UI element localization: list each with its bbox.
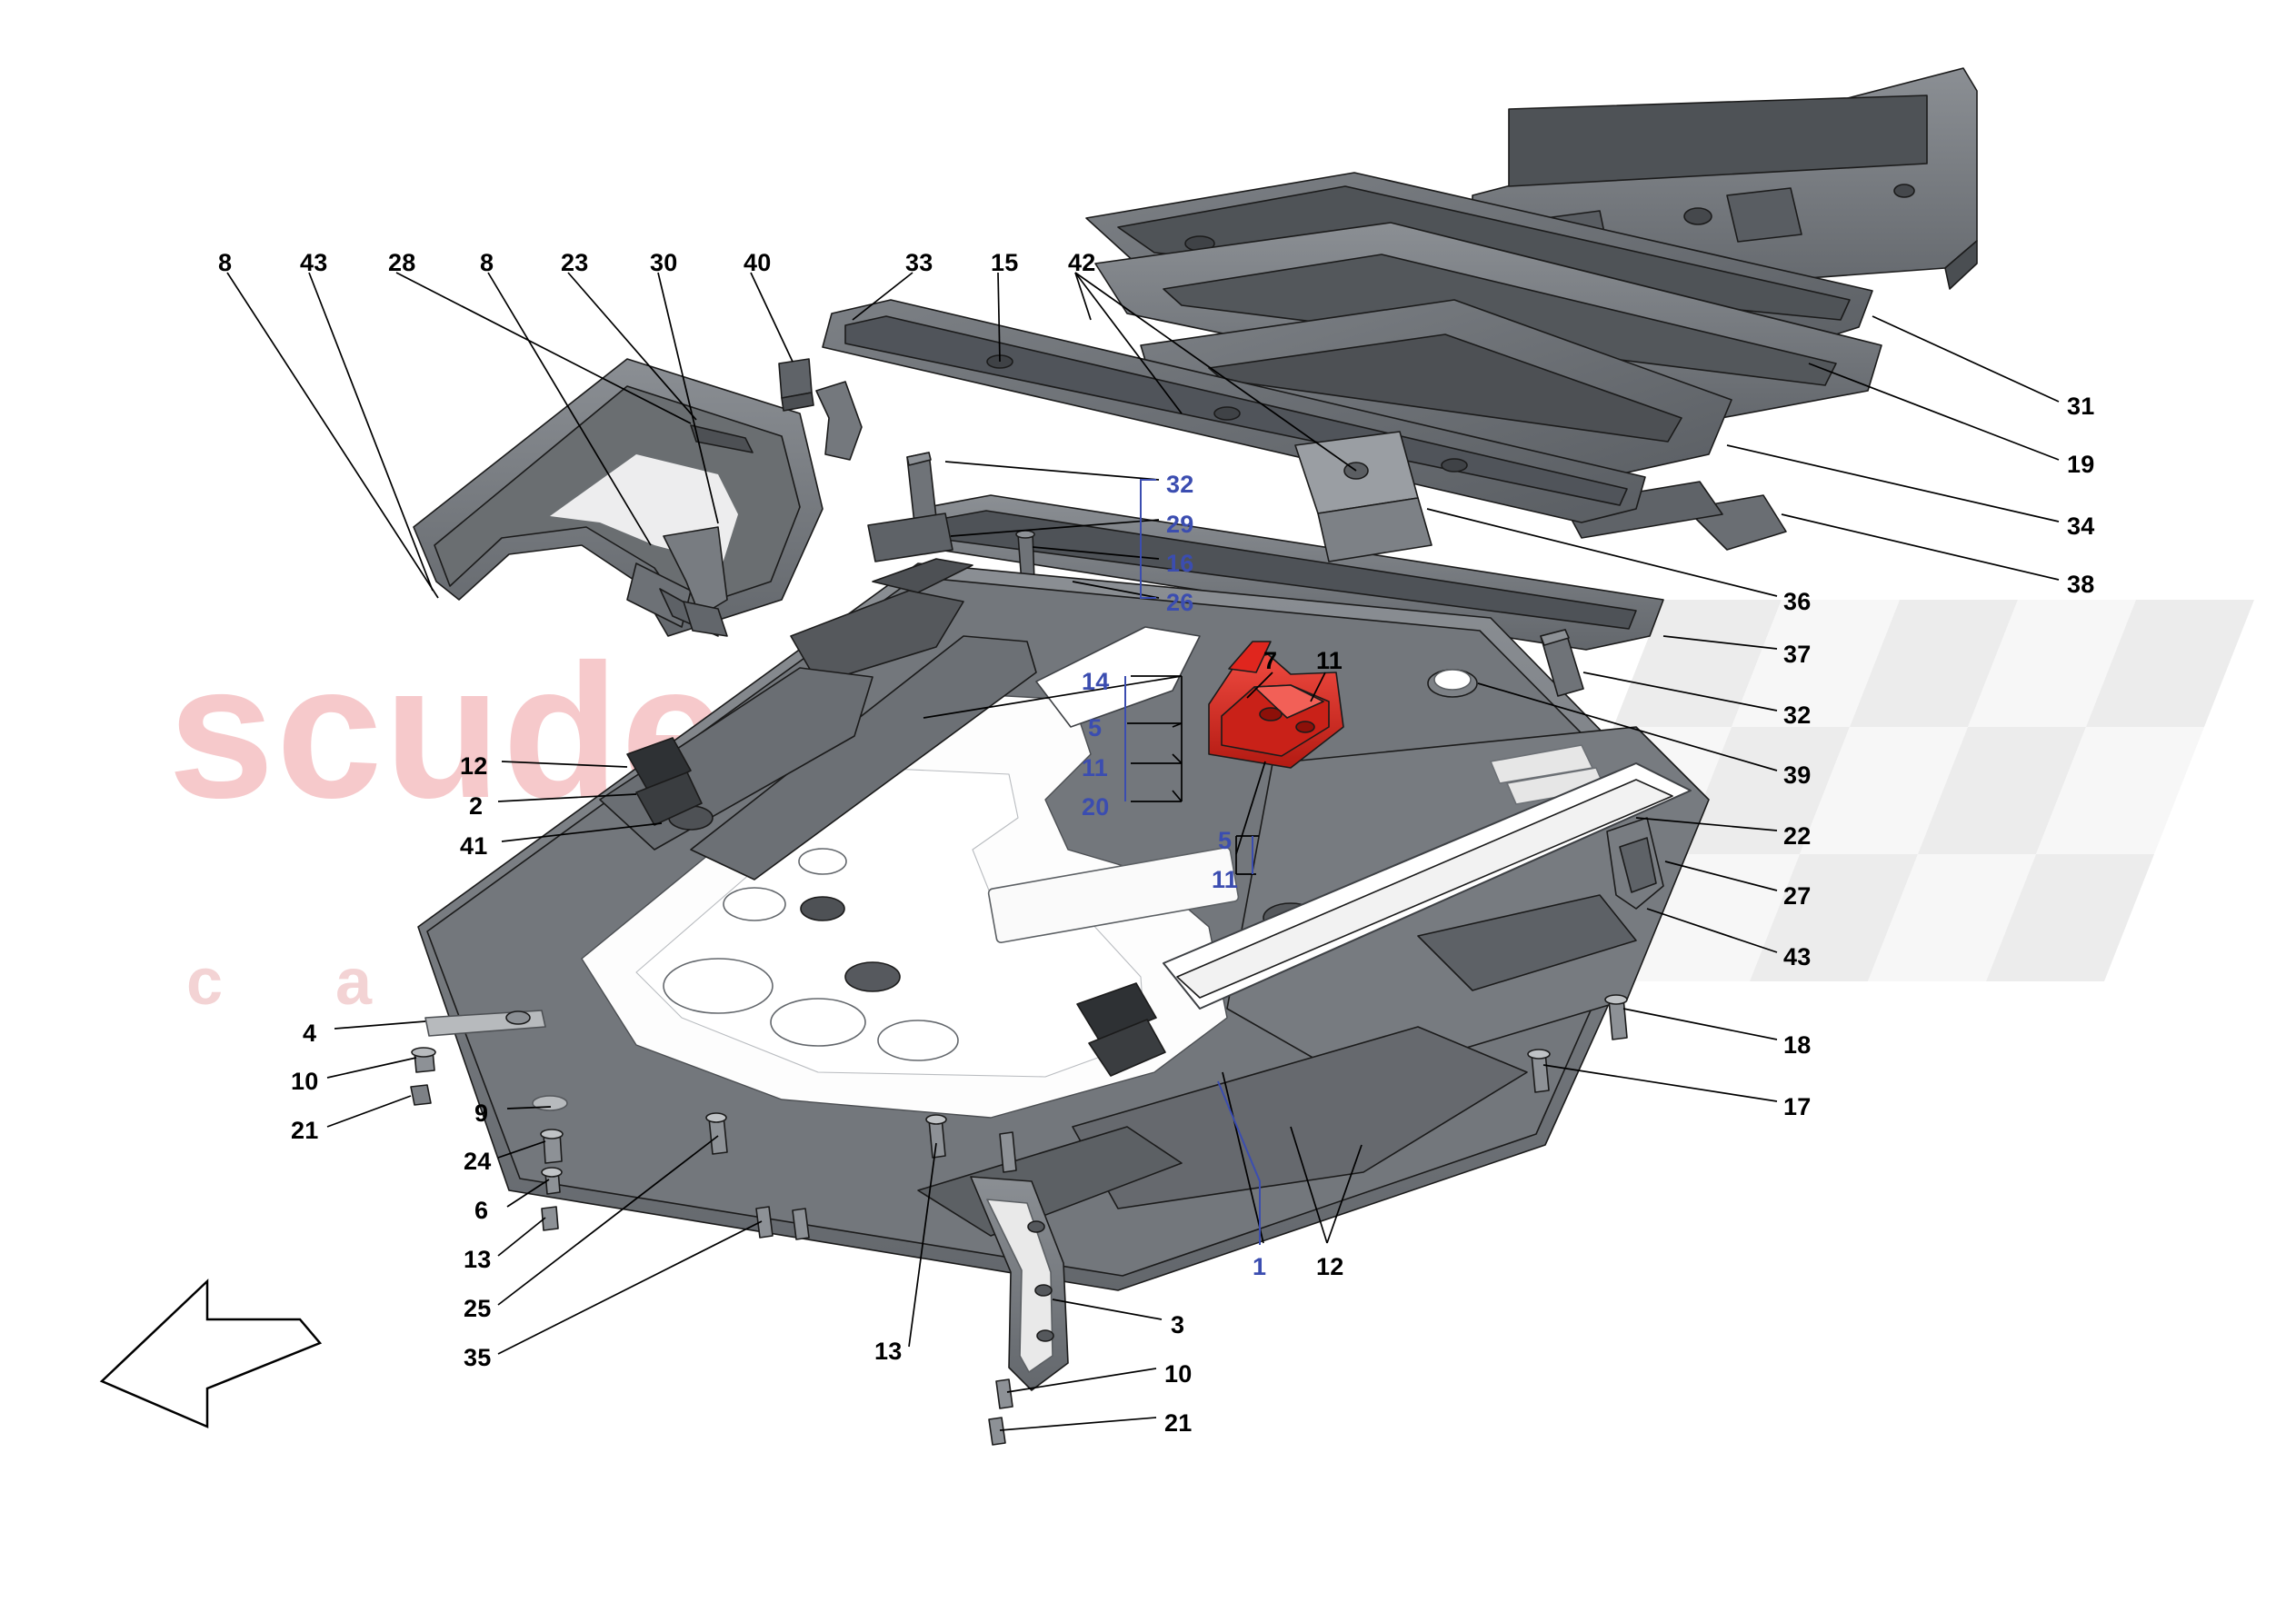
callout-36: 36 [1783,588,1812,615]
part-floor-panel-38 [1140,299,1787,551]
callout-40: 40 [744,249,772,276]
part-bracket-30 [663,526,728,637]
callout-18: 18 [1783,1031,1812,1059]
part-bracket-27 [1606,817,1664,910]
part-longitudinal-rail-42 [908,431,1664,651]
callout-5-b: 5 [1218,827,1233,854]
callout-6: 6 [474,1197,489,1224]
leader-lines [226,272,2060,1431]
callout-12-a: 12 [460,752,488,780]
callout-16: 16 [1166,550,1194,577]
callout-12-b: 12 [1316,1253,1344,1280]
callout-22: 22 [1783,822,1812,850]
callout-5-a: 5 [1088,714,1103,741]
callout-32-b: 32 [1783,702,1812,729]
callout-41: 41 [460,832,488,860]
callout-11-b: 11 [1212,866,1238,893]
callout-43-a: 43 [300,249,328,276]
callout-43-c: 43 [1783,943,1812,970]
part-mounts-on-panel [626,737,1166,1077]
part-grommet-39 [1427,669,1478,698]
part-main-underbody-panel [417,558,1710,1291]
part-pad-29 [867,512,953,562]
part-bracket-23 [815,381,863,461]
callout-14: 14 [1082,668,1110,695]
callout-13-b: 13 [874,1338,903,1365]
callout-24: 24 [464,1148,492,1175]
part-fasteners-mid [705,1112,1017,1240]
callout-4: 4 [303,1020,317,1047]
callout-33: 33 [905,249,933,276]
callout-32-a: 32 [1166,471,1194,498]
callout-26: 26 [1166,589,1194,616]
callout-10-b: 10 [1164,1360,1193,1388]
part-highlight-red-bracket-7 [1208,641,1344,769]
callout-29: 29 [1166,511,1194,538]
callout-19: 19 [2067,451,2095,478]
callout-28: 28 [388,249,416,276]
callout-1: 1 [1253,1253,1267,1280]
callout-20: 20 [1082,793,1110,821]
callout-11-c: 11 [1316,647,1343,674]
callout-10-a: 10 [291,1068,319,1095]
callout-15: 15 [991,249,1019,276]
callout-37: 37 [1783,641,1812,668]
callout-31: 31 [2067,393,2095,420]
part-clip-40 [778,358,814,412]
callout-38: 38 [2067,571,2095,598]
callout-34: 34 [2067,512,2095,540]
callout-25: 25 [464,1295,492,1322]
part-side-sill-33 [822,299,1646,523]
callout-42: 42 [1068,249,1096,276]
callout-2: 2 [469,792,484,820]
forward-direction-arrow [99,1279,323,1428]
callout-21-a: 21 [291,1117,319,1144]
callout-30: 30 [650,249,678,276]
blue-leader-lines [1124,479,1261,1245]
callout-8-b: 8 [480,249,494,276]
callout-27: 27 [1783,882,1812,910]
callout-3: 3 [1171,1311,1185,1338]
part-arch-strip-3 [970,1176,1069,1446]
callout-39: 39 [1783,761,1812,789]
callout-35: 35 [464,1344,492,1371]
part-wheelarch-liner-28 [413,358,824,637]
callout-17: 17 [1783,1093,1812,1120]
callout-13-a: 13 [464,1246,492,1273]
part-fasteners-right [1527,994,1628,1093]
callout-7: 7 [1263,647,1278,674]
callout-23: 23 [561,249,589,276]
callout-21-b: 21 [1164,1409,1193,1437]
callout-8-a: 8 [218,249,233,276]
part-spacer-32 [906,452,937,524]
callout-11-a: 11 [1082,754,1108,781]
callout-9: 9 [474,1100,489,1127]
part-spacer-32-right [1540,629,1584,697]
